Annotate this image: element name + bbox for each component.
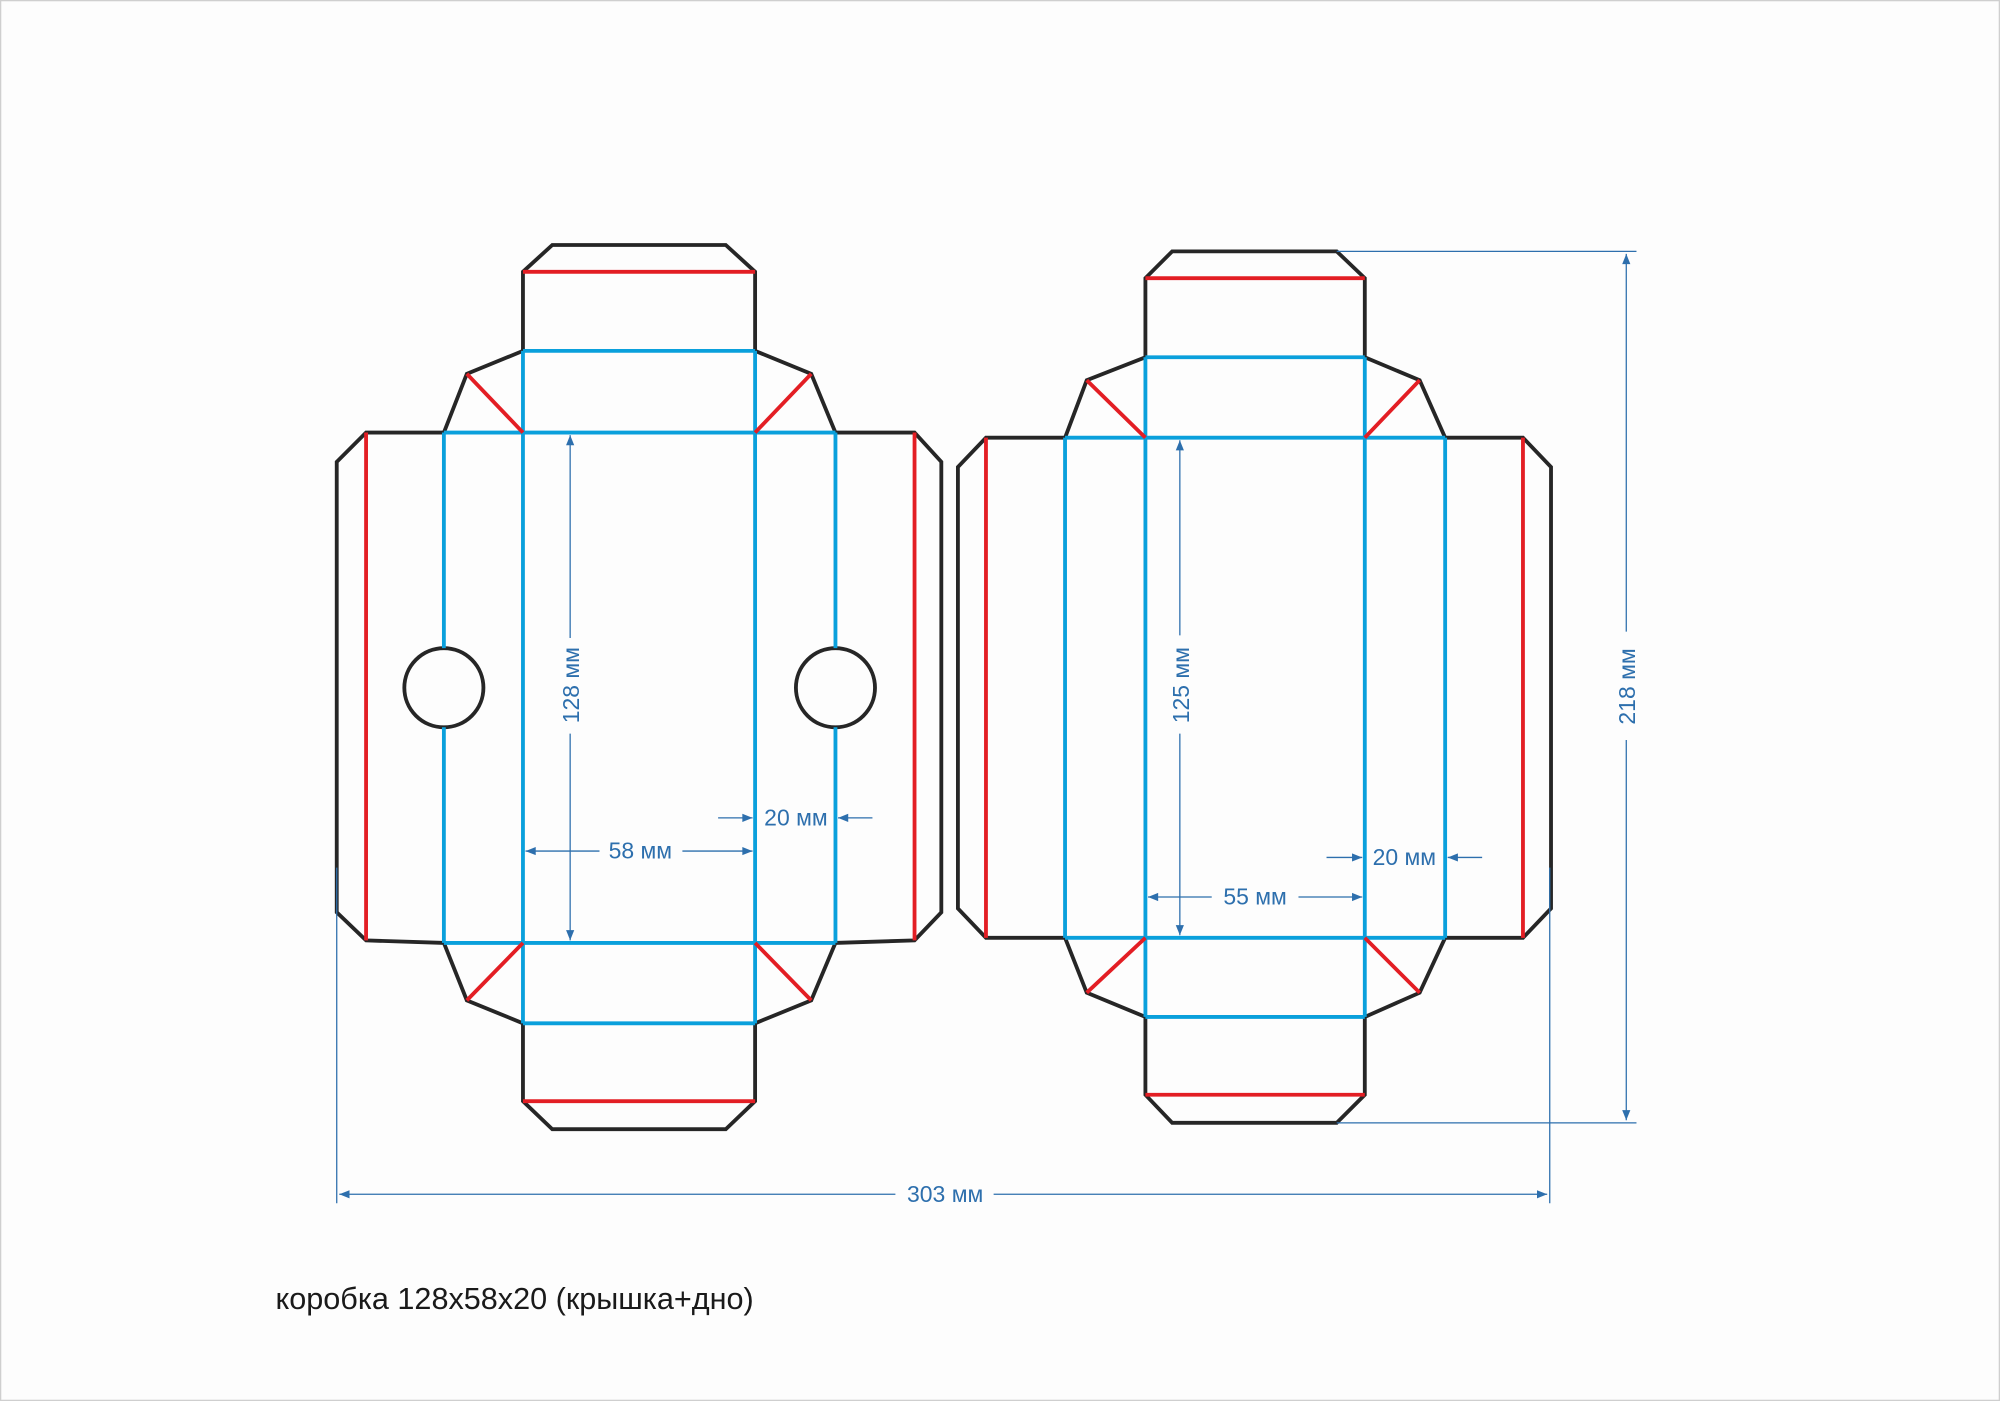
base-crease-lines — [1063, 355, 1448, 1019]
lid-finger-hole-right — [794, 646, 877, 730]
lid-dieline — [334, 243, 944, 1132]
lid-crease-lines — [441, 348, 838, 1026]
lid-width-label: 58 мм — [609, 838, 672, 864]
base-length-label: 125 мм — [1168, 647, 1194, 723]
lid-dimensions: 128 мм 58 мм 20 мм — [525, 435, 873, 941]
lid-height-label: 20 мм — [764, 805, 827, 831]
lid-finger-hole-left — [402, 646, 486, 730]
base-fold-lines-red — [984, 276, 1525, 1097]
drawing-title: коробка 128x58x20 (крышка+дно) — [276, 1282, 754, 1316]
base-outline-cut — [955, 249, 1553, 1125]
overall-height-label: 218 мм — [1614, 648, 1640, 724]
overall-width-label: 303 мм — [907, 1181, 983, 1207]
base-dieline — [955, 249, 1553, 1125]
lid-length-label: 128 мм — [558, 647, 584, 723]
base-height-label: 20 мм — [1373, 844, 1436, 870]
base-dimensions: 125 мм 55 мм 20 мм — [1147, 440, 1483, 936]
overall-dimensions: 218 мм 303 мм — [336, 250, 1640, 1207]
lid-fold-lines-red — [364, 269, 917, 1104]
base-width-label: 55 мм — [1223, 884, 1286, 910]
lid-outline-cut — [334, 243, 944, 1132]
